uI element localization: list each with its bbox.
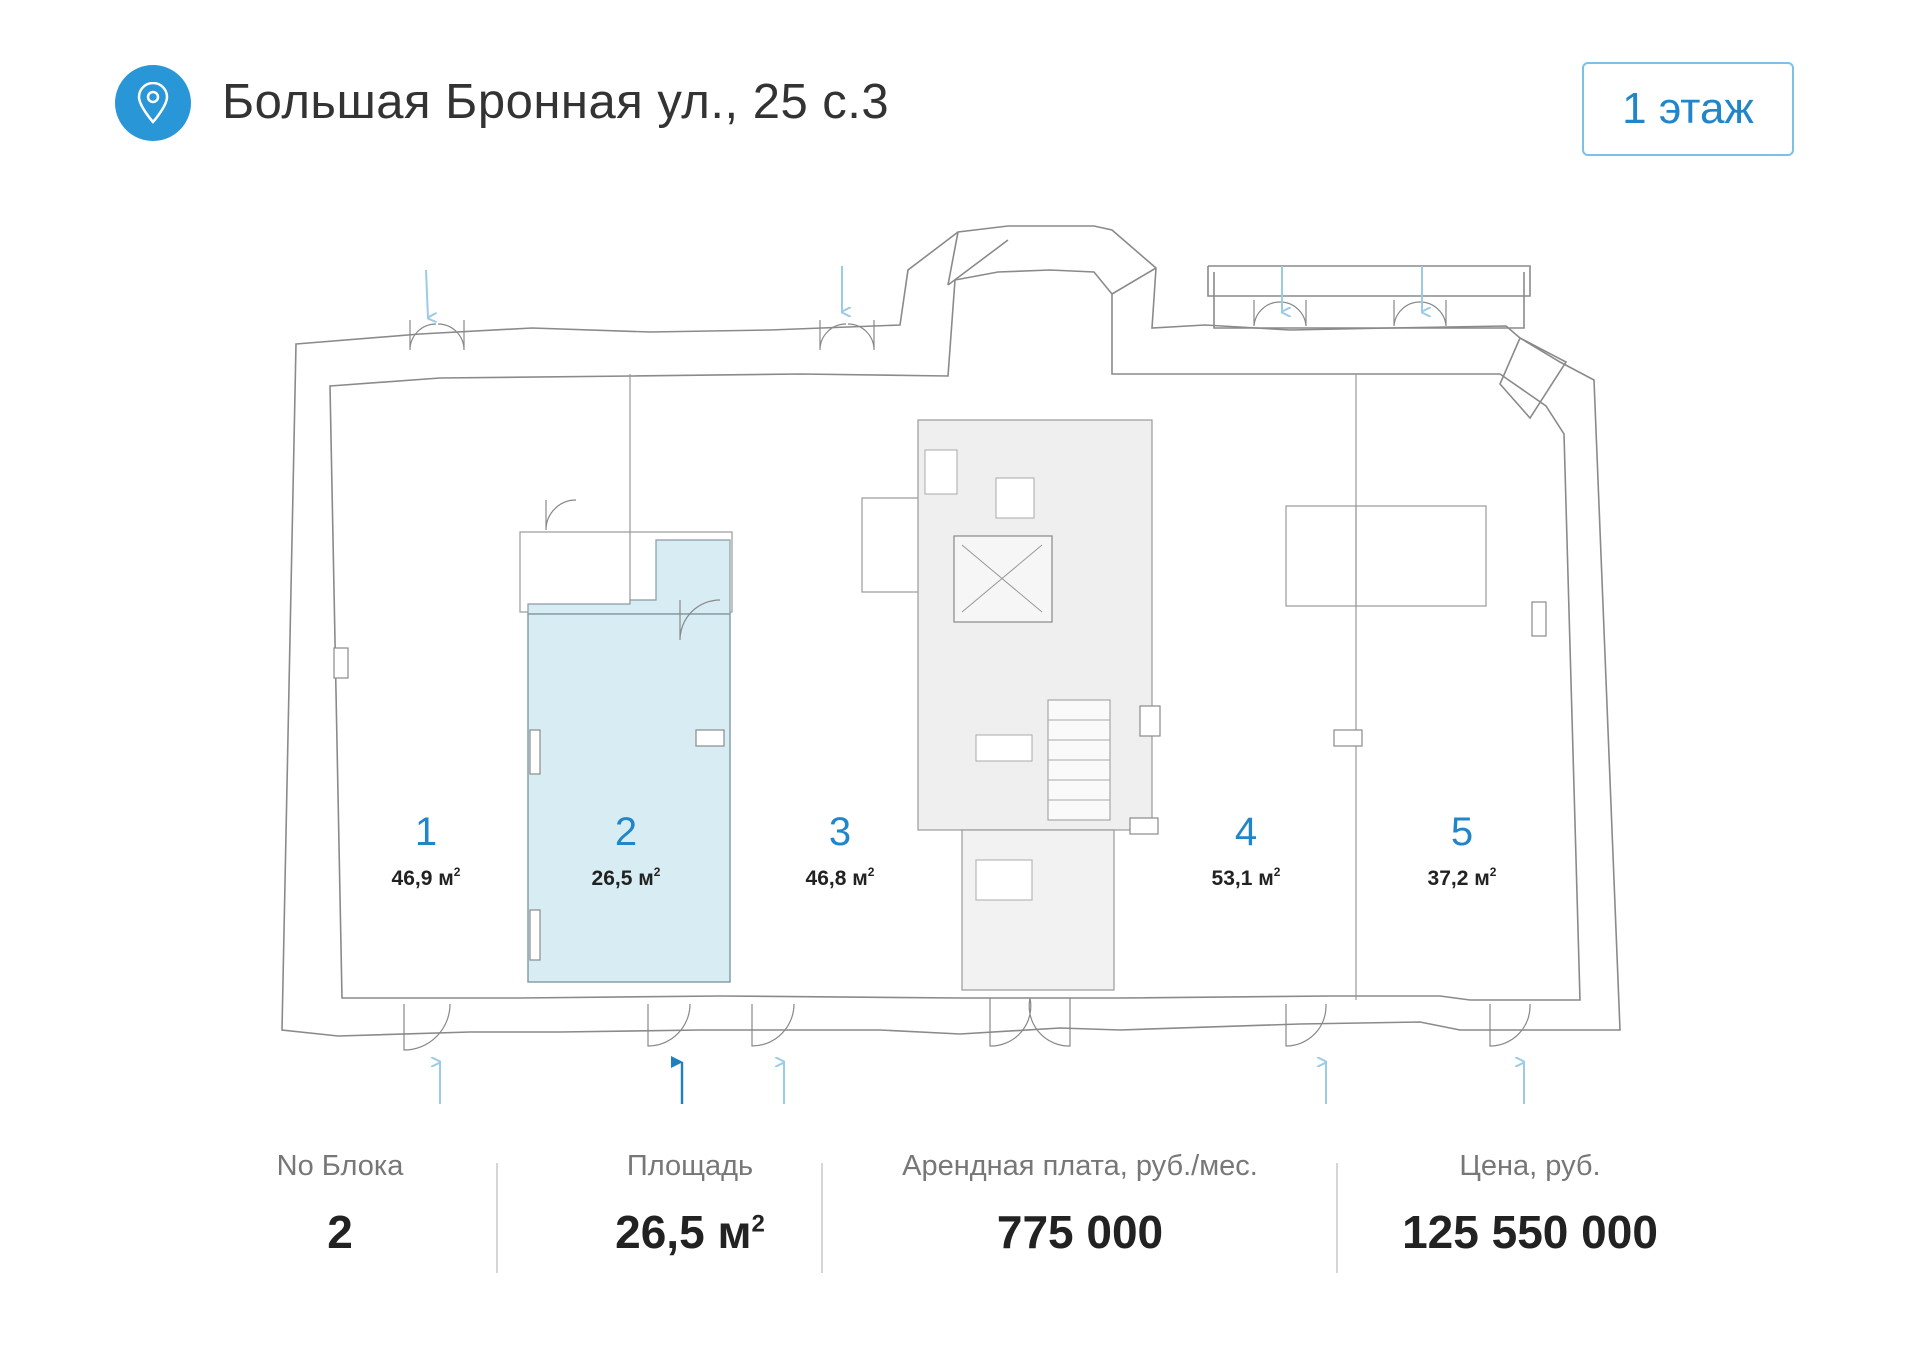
- block-2-number: 2: [615, 810, 637, 854]
- floor-plan: 1 46,9 м2 2 26,5 м2 3 46,8 м2 4 53,1 м2 …: [281, 225, 1621, 1104]
- stat-price: Цена, руб. 125 550 000: [1370, 1150, 1690, 1259]
- stat-rent: Арендная плата, руб./мес. 775 000: [870, 1150, 1290, 1259]
- block-1-number: 1: [415, 810, 437, 854]
- location-pin-icon: [115, 65, 191, 141]
- stat-divider: [1336, 1163, 1338, 1273]
- block-5-number: 5: [1451, 810, 1473, 854]
- doors: [403, 300, 1531, 1051]
- stat-price-label: Цена, руб.: [1459, 1150, 1601, 1182]
- block-4-area: 53,1 м2: [1212, 865, 1281, 890]
- stat-block-value: 2: [327, 1206, 353, 1258]
- header: Большая Бронная ул., 25 с.3 1 этаж: [0, 0, 1920, 200]
- stat-block-number: No Блока 2: [230, 1150, 450, 1259]
- block-3-number: 3: [829, 810, 851, 854]
- stair-core: [917, 419, 1153, 991]
- block-labels: 1 46,9 м2 2 26,5 м2 3 46,8 м2 4 53,1 м2 …: [392, 810, 1497, 890]
- stat-area-label: Площадь: [626, 1150, 754, 1182]
- block-2-area: 26,5 м2: [592, 865, 661, 890]
- interior-rooms: [519, 374, 1487, 1000]
- wall-windows: [333, 601, 1547, 961]
- block-info-panel: No Блока 2 Площадь 26,5 м2 Арендная плат…: [0, 1150, 1920, 1290]
- block-4-number: 4: [1235, 810, 1257, 854]
- outer-walls: [281, 225, 1621, 1037]
- block-2-annex: [527, 539, 731, 615]
- stat-price-value: 125 550 000: [1402, 1206, 1658, 1258]
- stat-area-value: 26,5 м2: [615, 1206, 765, 1258]
- stat-rent-value: 775 000: [996, 1206, 1164, 1258]
- stat-block-label: No Блока: [276, 1150, 404, 1182]
- stat-divider: [821, 1163, 823, 1273]
- block-1-area: 46,9 м2: [392, 865, 461, 890]
- stat-rent-label: Арендная плата, руб./мес.: [902, 1150, 1258, 1182]
- stat-divider: [496, 1163, 498, 1273]
- block-2-area[interactable]: [527, 613, 731, 983]
- stat-area: Площадь 26,5 м2: [540, 1150, 840, 1259]
- floor-selector-button[interactable]: 1 этаж: [1582, 62, 1794, 156]
- entrance-arrows: [425, 266, 1525, 1104]
- address-title: Большая Бронная ул., 25 с.3: [222, 75, 890, 129]
- block-3-area: 46,8 м2: [806, 865, 875, 890]
- block-5-area: 37,2 м2: [1428, 865, 1497, 890]
